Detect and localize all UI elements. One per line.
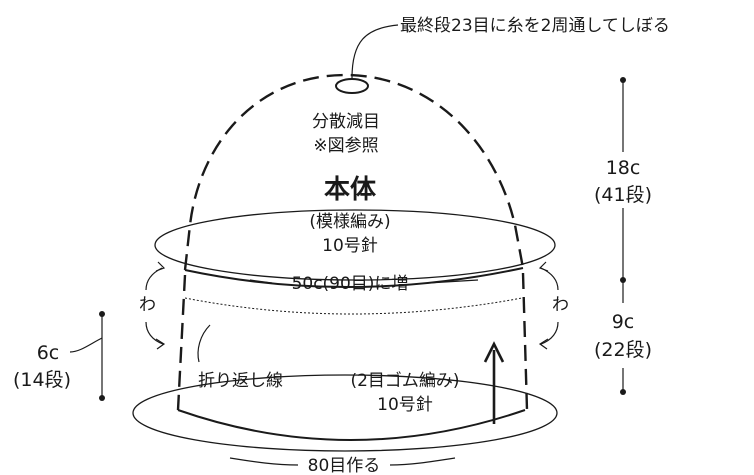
needle-bottom-label: 10号針 bbox=[377, 395, 433, 415]
pattern-stitch-label: (模様編み) bbox=[309, 212, 390, 232]
increase-leader-right bbox=[427, 279, 479, 284]
direction-arrowhead bbox=[483, 341, 505, 363]
wa-left-arrow-bottom bbox=[145, 321, 164, 345]
wa-left-arrow-top bbox=[145, 267, 163, 291]
top-note: 最終段23目に糸を2周通してしぼる bbox=[400, 16, 670, 36]
crown-dimension-top-dot bbox=[620, 77, 626, 83]
crown-height: 18c bbox=[606, 157, 641, 179]
fold-rows: (14段) bbox=[13, 369, 71, 391]
brim-dimension-bottom-dot bbox=[620, 389, 626, 395]
wa-right-arrow-bottom bbox=[540, 321, 559, 345]
fold-line-label: 折り返し線 bbox=[198, 371, 283, 391]
fold-line bbox=[184, 297, 523, 315]
cast-on-leader-right bbox=[389, 457, 456, 466]
wa-left-arrowhead-top bbox=[155, 261, 166, 272]
brim-height: 9c bbox=[612, 311, 635, 333]
rib-label: (2目ゴム編み) bbox=[350, 370, 459, 391]
wa-right-arrowhead-top bbox=[538, 261, 549, 272]
wa-left: わ bbox=[139, 295, 156, 315]
needle-top-label: 10号針 bbox=[322, 236, 378, 256]
wa-right-arrow-top bbox=[540, 267, 559, 291]
wa-left-arrowhead-bottom bbox=[155, 338, 166, 350]
wa-right-arrowhead-bottom bbox=[538, 338, 549, 350]
fold-dimension-bottom-dot bbox=[99, 395, 105, 401]
fold-dimension-leader bbox=[69, 337, 103, 353]
brim-rows: (22段) bbox=[594, 339, 652, 361]
crown-rows: (41段) bbox=[594, 184, 652, 206]
top-note-leader bbox=[351, 24, 399, 79]
brim-bottom-ring bbox=[132, 374, 558, 452]
body-title: 本体 bbox=[324, 175, 377, 205]
fold-height: 6c bbox=[37, 342, 60, 364]
increase-leader-left bbox=[249, 279, 273, 284]
brim-band-lower-edge bbox=[184, 267, 524, 289]
gather-ring bbox=[335, 78, 369, 94]
increase-ring bbox=[154, 209, 556, 281]
cast-on-label: 80目作る bbox=[308, 456, 381, 475]
wa-right: わ bbox=[552, 295, 569, 315]
decrease-note: ※図参照 bbox=[313, 136, 378, 156]
brim-right-side bbox=[521, 272, 529, 411]
increase-label: 50c(90目)に増 bbox=[292, 274, 409, 294]
brim-bottom-edge bbox=[177, 409, 526, 441]
fold-dimension-top-dot bbox=[99, 311, 105, 317]
fold-line-leader bbox=[197, 324, 211, 363]
decrease-label: 分散減目 bbox=[312, 112, 380, 132]
crown-outline bbox=[183, 73, 525, 271]
cast-on-leader-left bbox=[229, 457, 299, 466]
